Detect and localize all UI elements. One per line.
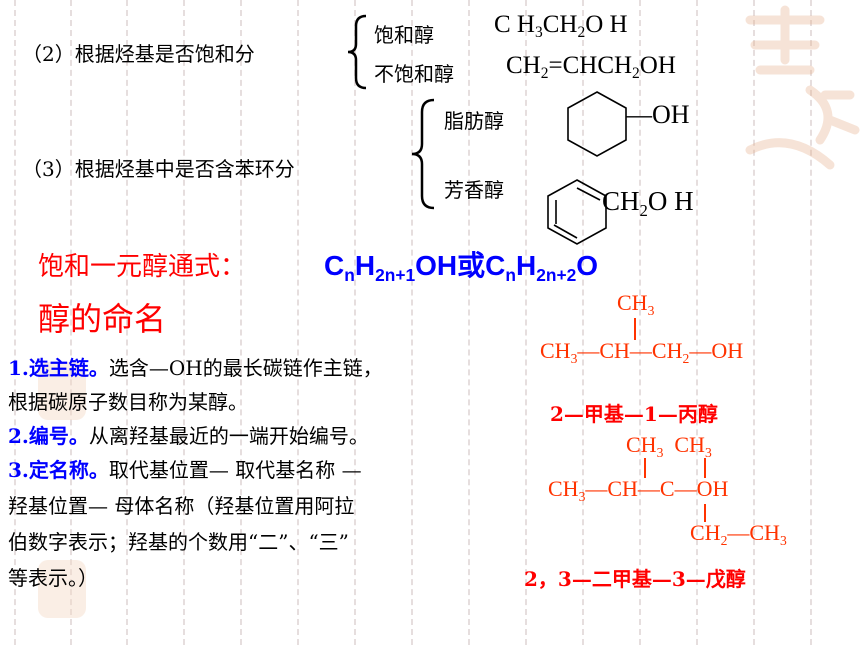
naming-step-2: 2.编号。从离羟基最近的一端开始编号。 [8,424,369,448]
background-dash-line [639,0,641,645]
saturation-heading: （2）根据烃基是否饱和分 [22,42,255,66]
unsaturated-alcohol-label: 不饱和醇 [374,62,454,86]
example2-bond [644,458,646,478]
example2-bond [704,458,706,478]
allyl-alcohol-formula: CH2=CHCH2OH [506,52,676,83]
naming-step-3-cont: 伯数字表示；羟基的个数用“二”、“三” [8,530,349,554]
aliphatic-alcohol-label: 脂肪醇 [444,109,504,133]
background-dash-line [183,0,185,645]
naming-step-3-cont: 羟基位置— 母体名称（羟基位置用阿拉 [8,494,355,518]
example2-main-chain: CH3—CH—C—OH [548,476,729,504]
benzene-ring-heading: （3）根据烃基中是否含苯环分 [22,157,295,181]
left-brace-icon [347,14,367,90]
example2-name: 2，3—二甲基—3—戊醇 [524,567,746,591]
general-formula: CnH2n+1OH或CnH2n+2O [324,250,599,286]
cyclohexanol-oh-group: —OH [626,100,690,129]
aromatic-alcohol-label: 芳香醇 [444,178,504,202]
seal-stamp-icon [38,362,86,420]
benzyl-alcohol-group: CH2O H [602,186,694,220]
example1-bond [634,318,636,340]
background-dash-line [297,0,299,645]
cyclohexane-ring-icon [567,91,627,157]
naming-step-1-cont: 根据碳原子数目称为某醇。 [8,390,248,414]
naming-step-3: 3.定名称。取代基位置— 取代基名称 — [8,458,362,482]
background-dash-line [70,0,72,645]
example1-name: 2—甲基—1—丙醇 [550,402,718,426]
background-dash-line [14,0,16,645]
example1-methyl-branch: CH3 [617,290,655,318]
background-dash-line [753,0,755,645]
example2-ethyl-branch: CH2—CH3 [690,520,787,548]
background-dash-line [696,0,698,645]
background-dash-line [525,0,527,645]
background-dash-line [354,0,356,645]
seal-stamp-icon [38,560,86,618]
example1-main-chain: CH3—CH—CH2—OH [540,338,744,366]
general-formula-label: 饱和一元醇通式： [38,252,247,282]
background-dash-line [411,0,413,645]
naming-step-3-cont: 等表示。） [8,566,98,590]
benzene-ring-icon [547,179,607,245]
saturated-alcohol-label: 饱和醇 [374,23,434,47]
background-dash-line [468,0,470,645]
naming-title: 醇的命名 [38,300,167,338]
naming-step-1: 1.选主链。选含—OH的最长碳链作主链， [8,356,383,380]
background-dash-line [126,0,128,645]
background-dash-line [810,0,812,645]
example2-methyl-branches: CH3 CH3 [626,432,712,460]
left-brace-icon [411,98,435,210]
background-dash-line [240,0,242,645]
example2-bond [704,504,706,522]
ethanol-formula: C H3CH2O H [494,11,628,42]
background-dash-line [582,0,584,645]
calligraphy-watermark-icon [745,5,860,170]
